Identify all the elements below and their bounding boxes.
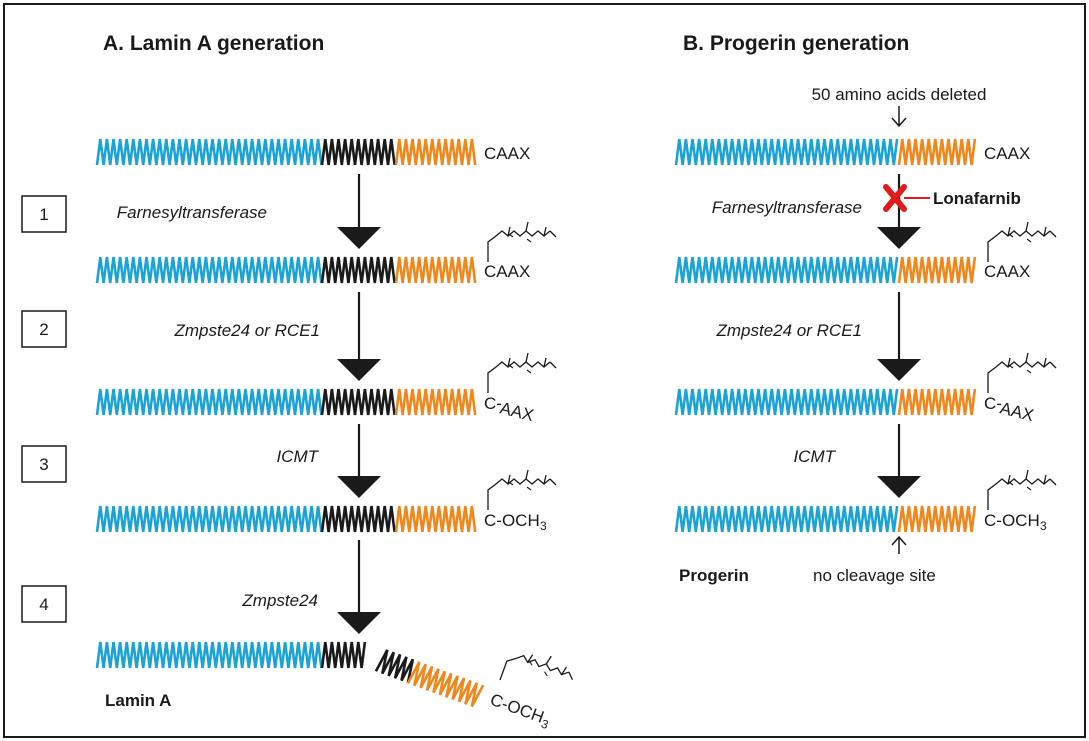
lonafarnib-label: Lonafarnib (933, 189, 1021, 208)
lamin-a-label: Lamin A (105, 691, 171, 710)
progerin-head-coil-b4 (674, 505, 899, 533)
progerin-tail-coil-b3 (897, 388, 977, 416)
progerin-tail-coil-b2 (897, 256, 977, 284)
farnesyl-b4 (987, 469, 1057, 510)
lamin-head-coil-a2 (95, 256, 323, 284)
farnesyl-cleaved (499, 654, 574, 681)
cleavage-arrow (891, 535, 907, 554)
deleted-region-coil-final (320, 641, 367, 669)
enzyme-farnesyltransferase-a: Farnesyltransferase (117, 203, 267, 222)
tail-coil-a3 (394, 388, 477, 416)
step-number: 1 (39, 205, 48, 224)
farnesyl-cleaved-group (499, 654, 574, 681)
progerin-head-coil-b1 (674, 138, 899, 166)
cleaved-tail-coil (406, 661, 485, 708)
farnesyl-a4 (487, 469, 557, 510)
farnesyl-groups (487, 221, 1057, 681)
arrow-a4 (337, 540, 381, 634)
panel-b-title: B. Progerin generation (683, 32, 909, 55)
enzyme-icmt-a: ICMT (276, 447, 319, 466)
lamin-head-coil-final (95, 641, 323, 669)
arrow-a1 (337, 174, 381, 249)
no-cleavage-note: no cleavage site (813, 566, 936, 585)
farnesyl-b3 (987, 352, 1057, 393)
step-box-2: 2 (21, 310, 67, 348)
lamin-head-coil-a1 (95, 138, 323, 166)
arrow-b2 (877, 292, 921, 381)
progerin-label: Progerin (679, 566, 749, 585)
enzyme-zmpste24-rce1-b: Zmpste24 or RCE1 (716, 321, 863, 340)
cleaved-tail-coil-group (406, 661, 485, 708)
deletion-note: 50 amino acids deleted (812, 85, 987, 104)
lamin-head-coil-a4 (95, 505, 323, 533)
svg-text:C-: C- (484, 394, 502, 413)
farnesyl-a2 (487, 221, 557, 262)
deleted-region-coil-a4 (320, 505, 396, 533)
arrow-a3 (337, 424, 381, 498)
step-box-4: 4 (21, 585, 67, 623)
progerin-tail-coil-b4 (897, 505, 977, 533)
svg-text:C-: C- (984, 394, 1002, 413)
caax-label-b1: CAAX (984, 144, 1030, 163)
figure-border (3, 3, 1086, 738)
panel-b-protein-chains (674, 138, 977, 533)
enzyme-zmpste24-rce1-a: Zmpste24 or RCE1 (174, 321, 321, 340)
panel-a-protein-chains (95, 138, 485, 708)
panel-a-title: A. Lamin A generation (103, 32, 324, 55)
step-number: 3 (39, 455, 48, 474)
step-box-1: 1 (21, 195, 67, 233)
step-number: 2 (39, 320, 48, 339)
cleaved-black-coil-group (374, 649, 415, 684)
tail-coil-a4 (394, 505, 477, 533)
lamin-head-coil-a3 (95, 388, 323, 416)
svg-text:C-OCH: C-OCH (984, 511, 1040, 530)
progerin-head-coil-b3 (674, 388, 899, 416)
deleted-region-coil-a3 (320, 388, 396, 416)
svg-text:3: 3 (540, 519, 547, 533)
deleted-region-coil-a1 (320, 138, 396, 166)
caax-label-b2: CAAX (984, 262, 1030, 281)
farnesyl-a3 (487, 352, 557, 393)
inhibition-x-icon (883, 184, 930, 212)
deletion-arrow (891, 106, 907, 128)
caax-label-a1: CAAX (484, 144, 530, 163)
cleaved-black-coil (374, 649, 415, 684)
tail-coil-a1 (394, 138, 477, 166)
svg-text:C-OCH: C-OCH (484, 511, 540, 530)
svg-text:3: 3 (1040, 519, 1047, 533)
step-number: 4 (39, 595, 48, 614)
svg-text:3: 3 (539, 717, 550, 733)
deleted-region-coil-a2 (320, 256, 396, 284)
progerin-tail-coil-b1 (897, 138, 977, 166)
progerin-head-coil-b2 (674, 256, 899, 284)
tail-coil-a2 (394, 256, 477, 284)
enzyme-farnesyltransferase-b: Farnesyltransferase (712, 198, 862, 217)
farnesyl-b2 (987, 221, 1057, 262)
step-box-3: 3 (21, 445, 67, 483)
c-och3-label-b: C-OCH 3 (984, 511, 1047, 533)
arrow-b3 (877, 424, 921, 498)
arrow-a2 (337, 292, 381, 381)
enzyme-zmpste24-a: Zmpste24 (241, 591, 318, 610)
reaction-arrows (337, 174, 921, 634)
enzyme-icmt-b: ICMT (793, 447, 836, 466)
caax-label-a2: CAAX (484, 262, 530, 281)
c-och3-label-a: C-OCH 3 (484, 511, 547, 533)
